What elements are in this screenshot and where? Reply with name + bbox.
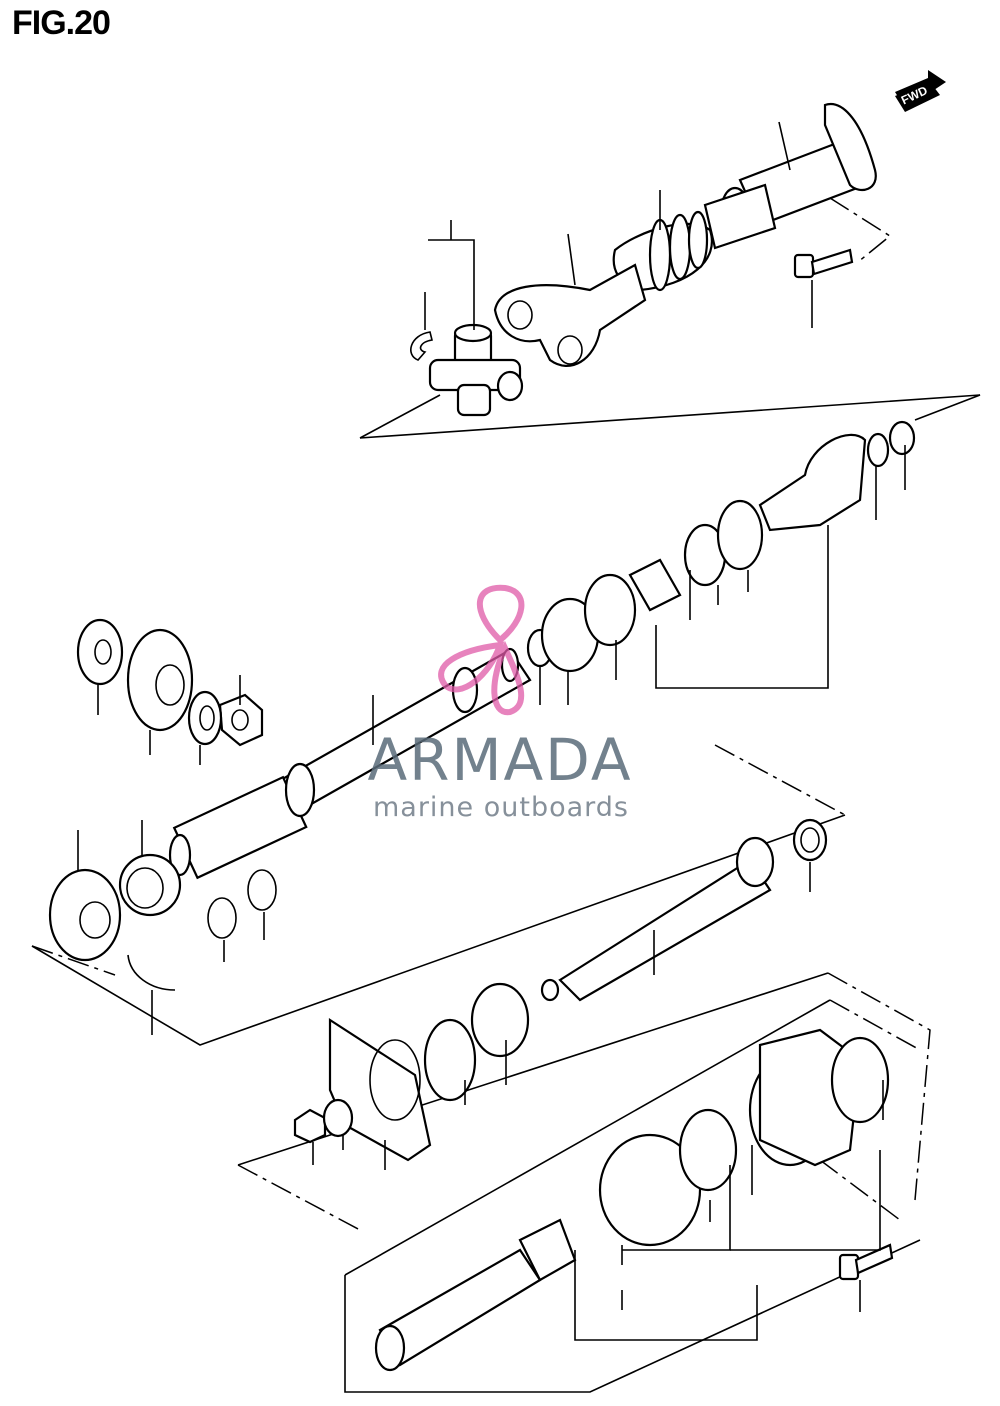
housing-8 [328, 1017, 432, 1162]
figure-title: FIG.20 [12, 4, 111, 42]
watermark-tagline: marine outboards [372, 792, 629, 823]
watermark-propeller-logo [438, 584, 525, 716]
clutch-assembly-10 [598, 1028, 890, 1247]
gear-1 [126, 628, 194, 732]
bearings-22-24 [423, 982, 530, 1102]
middle-assembly-outline [31, 744, 846, 1046]
circlips-17 [207, 869, 277, 939]
bolt-39 [793, 248, 854, 279]
spacer-group-27 [628, 499, 764, 612]
circlip-36 [410, 331, 433, 361]
bearing-20 [118, 853, 182, 917]
washer-4 [187, 690, 223, 746]
upper-assembly-outline [359, 197, 981, 439]
bearing-group-19-23 [526, 573, 637, 673]
nut-16-washer-18 [293, 1098, 354, 1144]
gear-5 [48, 868, 122, 962]
yoke-37-38 [758, 420, 916, 532]
nut-3 [218, 693, 264, 747]
watermark-name: ARMADA [367, 726, 633, 794]
yoke-32 [493, 263, 647, 367]
washer-2 [76, 618, 124, 686]
propeller-shaft-9 [374, 1218, 577, 1372]
fwd-tag [895, 70, 946, 112]
universal-joint-35 [428, 323, 524, 417]
shaft-33 [703, 103, 877, 250]
retainer-40 [792, 818, 828, 862]
clip-25 [127, 954, 176, 991]
drive-shaft-6 [168, 647, 532, 880]
leader-lines [77, 121, 906, 1341]
shaft-7 [540, 836, 775, 1002]
